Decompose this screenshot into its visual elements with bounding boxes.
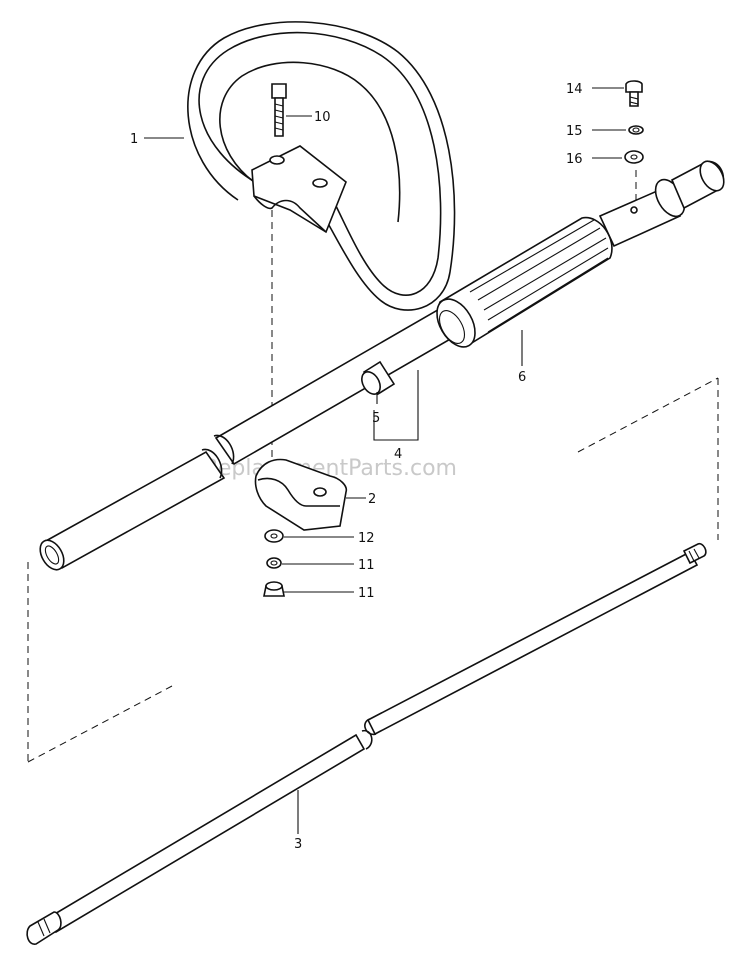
lock-washer-12 bbox=[266, 557, 282, 569]
lock-washer-15 bbox=[628, 125, 644, 135]
main-tube-lower bbox=[39, 448, 226, 571]
part-label-13[interactable]: 12 bbox=[358, 531, 375, 546]
part-label-3[interactable]: 3 bbox=[294, 837, 302, 852]
main-tube-upper bbox=[213, 302, 468, 466]
part-label-2[interactable]: 2 bbox=[368, 492, 376, 507]
drive-shaft bbox=[26, 542, 707, 945]
part-label-1[interactable]: 1 bbox=[130, 132, 138, 147]
part-label-10[interactable]: 10 bbox=[314, 110, 331, 125]
part-label-16[interactable]: 16 bbox=[566, 152, 583, 167]
bushing bbox=[361, 360, 396, 396]
part-labels: 1 10 14 15 16 6 5 4 2 12 11 11 3 bbox=[130, 82, 583, 852]
grip bbox=[436, 216, 613, 348]
nut-11 bbox=[263, 581, 285, 597]
handle-loop bbox=[187, 21, 456, 311]
screw-14 bbox=[625, 80, 643, 107]
washer-13 bbox=[264, 529, 284, 543]
leader-lines bbox=[144, 87, 626, 834]
bolt bbox=[271, 83, 287, 137]
part-label-5[interactable]: 5 bbox=[372, 411, 380, 426]
part-label-15[interactable]: 15 bbox=[566, 124, 583, 139]
part-label-6[interactable]: 6 bbox=[518, 370, 526, 385]
tube-upper-end bbox=[598, 160, 725, 248]
part-label-11[interactable]: 11 bbox=[358, 586, 375, 601]
part-label-4[interactable]: 4 bbox=[394, 447, 402, 462]
washer-16 bbox=[624, 150, 644, 164]
lower-clamp bbox=[254, 458, 348, 531]
part-label-12[interactable]: 11 bbox=[358, 558, 375, 573]
part-label-14[interactable]: 14 bbox=[566, 82, 583, 97]
